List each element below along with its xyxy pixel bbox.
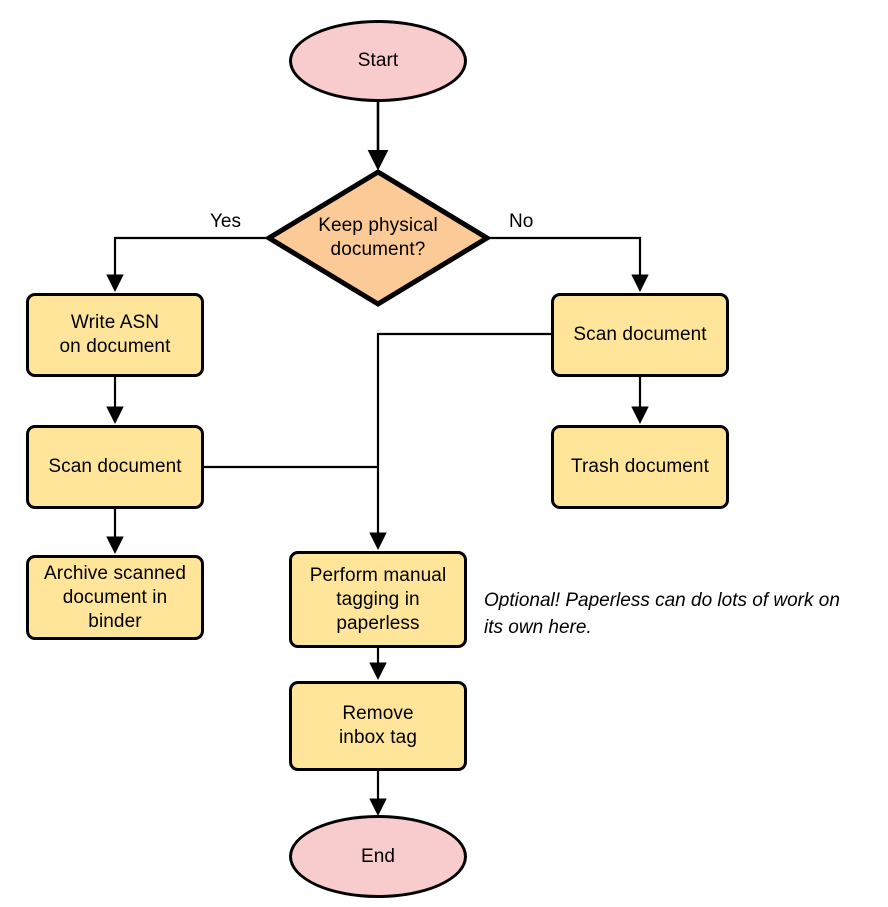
node-start[interactable]: Start (289, 20, 467, 102)
node-tagging-label-line1: Perform manual (309, 564, 447, 586)
node-trash-document[interactable]: Trash document (551, 425, 729, 509)
node-end[interactable]: End (289, 815, 467, 898)
node-archive-label-line1: Archive scanned (44, 562, 186, 584)
diamond-shape (266, 169, 490, 307)
node-perform-manual-tagging[interactable]: Perform manual tagging in paperless (289, 551, 467, 648)
node-decision-label: Keep physical document? (318, 214, 438, 262)
edge-decision-no-to-scan-right (490, 236, 649, 292)
node-write-asn-label-line2: on document (59, 336, 171, 357)
edge-scan-right-to-tagging (369, 332, 551, 550)
node-end-label: End (360, 845, 396, 867)
node-tagging-label-line3: paperless (336, 612, 420, 634)
node-remove-inbox-label-line2: inbox tag (338, 727, 417, 748)
node-archive-label: Archive scanned document in binder (44, 562, 186, 634)
node-remove-inbox-label-line1: Remove (342, 703, 414, 724)
node-scan-document-left-label: Scan document (48, 456, 182, 477)
node-write-asn-on-document[interactable]: Write ASN on document (26, 293, 204, 377)
node-scan-document-left[interactable]: Scan document (26, 425, 204, 509)
annotation-optional-note: Optional! Paperless can do lots of work … (484, 587, 884, 641)
annotation-optional-note-line1: Optional! Paperless can do lots of work … (484, 590, 840, 611)
node-archive-scanned-document[interactable]: Archive scanned document in binder (26, 555, 204, 640)
annotation-optional-note-line2: its own here. (484, 617, 592, 638)
edge-label-no: No (509, 211, 534, 232)
node-archive-label-line2: document in (62, 586, 168, 608)
node-start-label: Start (357, 50, 399, 71)
node-tagging-label: Perform manual tagging in paperless (310, 564, 447, 636)
node-trash-document-label: Trash document (571, 456, 709, 477)
node-write-asn-label: Write ASN on document (60, 311, 171, 359)
node-remove-inbox-label: Remove inbox tag (339, 702, 417, 750)
node-decision-label-line1: Keep physical (318, 215, 438, 236)
edge-decision-yes-to-write-asn (106, 236, 267, 292)
edge-label-yes: Yes (210, 211, 241, 232)
node-archive-label-line3: binder (88, 610, 142, 632)
node-decision-label-line2: document? (330, 239, 426, 260)
node-scan-document-right-label: Scan document (573, 324, 707, 345)
node-remove-inbox-tag[interactable]: Remove inbox tag (289, 681, 467, 771)
node-scan-document-right[interactable]: Scan document (551, 293, 729, 377)
node-keep-physical-document-decision[interactable]: Keep physical document? (266, 169, 490, 307)
node-tagging-label-line2: tagging in (336, 588, 420, 610)
node-write-asn-label-line1: Write ASN (70, 312, 160, 333)
